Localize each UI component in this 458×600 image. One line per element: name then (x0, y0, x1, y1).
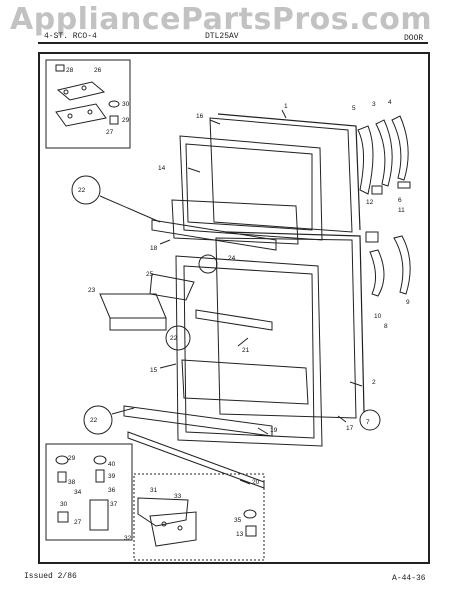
callout-22-top: 22 (78, 187, 86, 194)
header-model-number: DTL25AV (205, 32, 239, 41)
callout-33: 33 (174, 493, 182, 500)
callout-15: 15 (150, 367, 158, 374)
detail-circle-22-middle (165, 325, 191, 351)
callout-29: 29 (122, 117, 130, 124)
callout-3: 3 (372, 101, 376, 108)
callout-14: 14 (158, 165, 166, 172)
bin-bar-19 (123, 405, 273, 437)
callout-40: 40 (108, 461, 116, 468)
handle-lower-10 (369, 249, 385, 297)
callout-26: 26 (94, 67, 102, 74)
header-model-family: 4-ST. RCO-4 (44, 32, 97, 41)
lower-hinge-inset-box (45, 443, 133, 541)
lower-hinge-32 (149, 511, 197, 547)
fresh-food-door-gasket (215, 237, 357, 419)
detail-circle-22-top (71, 175, 101, 205)
shelf-bar-21 (195, 309, 273, 331)
handle-upper-3 (375, 119, 393, 187)
callout-2: 2 (372, 379, 376, 386)
callout-17: 17 (346, 425, 354, 432)
callout-9: 9 (406, 299, 410, 306)
callout-13: 13 (236, 531, 244, 538)
callout-39: 39 (108, 473, 116, 480)
hinge-inset-box (45, 59, 131, 149)
hinge-plate-upper (56, 81, 106, 101)
header-section: DOOR (404, 34, 424, 43)
fresh-food-door-liner (175, 255, 323, 447)
callout-5: 5 (352, 105, 356, 112)
callout-12: 12 (366, 199, 374, 206)
callout-31: 31 (150, 487, 158, 494)
cap-35 (243, 509, 257, 519)
callout-20: 20 (252, 479, 260, 486)
issued-date: Issued 2/86 (24, 572, 77, 581)
detail-circle-24 (198, 254, 218, 274)
callout-35: 35 (234, 517, 242, 524)
freezer-door-gasket (209, 117, 353, 233)
screw-28 (55, 64, 65, 72)
callout-28: 28 (66, 67, 74, 74)
callout-10: 10 (374, 313, 382, 320)
handle-upper-4 (391, 115, 409, 181)
watermark: AppliancePartsPros.com (10, 2, 433, 37)
callout-6: 6 (398, 197, 402, 204)
callout-24: 24 (228, 255, 236, 262)
handle-upper-5 (357, 125, 374, 195)
callout-36: 36 (108, 487, 116, 494)
callout-11: 11 (398, 207, 405, 214)
hinge-plate-lower (55, 103, 107, 127)
callout-27-lower: 27 (74, 519, 82, 526)
callout-25: 25 (146, 271, 154, 278)
butter-door-25 (149, 273, 195, 301)
callout-7: 7 (366, 419, 370, 426)
handle-lower-9 (393, 235, 411, 295)
callout-18: 18 (150, 245, 158, 252)
callout-37: 37 (110, 501, 118, 508)
diagram-frame (38, 52, 430, 564)
freezer-door-shelf-bar-18 (151, 219, 277, 251)
door-bin (181, 359, 309, 405)
callout-29-lower: 29 (68, 455, 76, 462)
lower-hinge-plate-31 (137, 497, 189, 527)
lower-hinge-group (133, 473, 265, 561)
callout-16: 16 (196, 113, 204, 120)
callout-22-bottom: 22 (90, 417, 98, 424)
callout-23: 23 (88, 287, 96, 294)
callout-1: 1 (284, 103, 288, 110)
callout-30-lower: 30 (60, 501, 68, 508)
screw-13 (245, 525, 257, 537)
callout-4: 4 (388, 99, 392, 106)
freezer-shelf (171, 199, 299, 245)
callout-22-middle: 22 (170, 335, 178, 342)
callout-30: 30 (122, 101, 130, 108)
page-code: A-44-36 (392, 574, 426, 583)
callout-27: 27 (106, 129, 114, 136)
butter-compartment-23 (99, 293, 167, 319)
detail-circle-22-bottom (83, 405, 113, 435)
header-rule (38, 42, 428, 44)
callout-19: 19 (270, 427, 278, 434)
callout-8: 8 (384, 323, 388, 330)
callout-32: 32 (124, 535, 132, 542)
detail-circle-7 (359, 409, 381, 431)
callout-21: 21 (242, 347, 250, 354)
callout-38: 38 (68, 479, 76, 486)
callout-34: 34 (74, 489, 82, 496)
